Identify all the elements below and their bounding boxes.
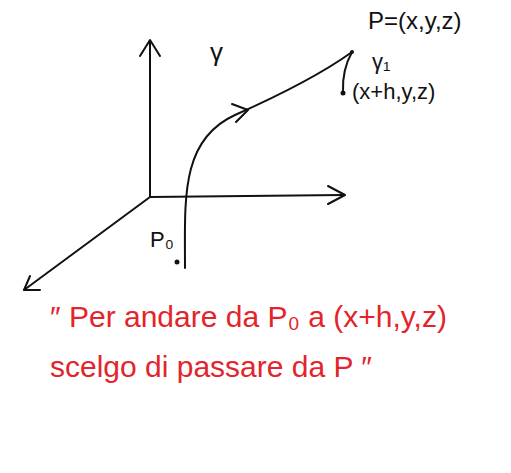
curve-label: γ	[210, 38, 223, 67]
z-axis	[149, 42, 151, 197]
x-axis-head	[24, 276, 40, 290]
point-p	[350, 50, 354, 54]
point-shifted	[341, 91, 346, 96]
x-axis	[24, 197, 150, 290]
point-label: (x+h,y,z)	[352, 80, 435, 104]
handwritten-note: ″ Per andare da P₀ a (x+h,y,z) scelgo di…	[50, 292, 480, 392]
curve-gamma	[185, 52, 352, 268]
point-p0	[175, 260, 180, 265]
curve-label: γ₁	[372, 50, 390, 74]
z-axis-head	[140, 40, 160, 56]
y-axis-head	[328, 186, 345, 204]
curve-gamma-1	[343, 52, 352, 92]
point-label: P=(x,y,z)	[368, 8, 462, 34]
y-axis	[150, 195, 343, 197]
point-label: P₀	[150, 228, 174, 252]
curve-arrow	[232, 104, 248, 122]
